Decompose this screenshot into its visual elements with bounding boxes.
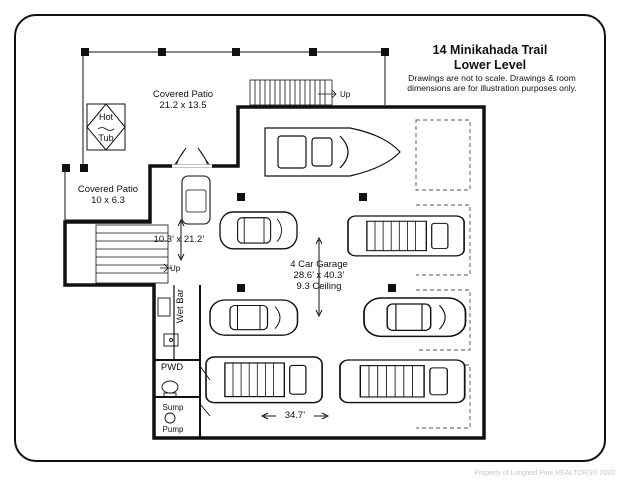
patio-doors	[172, 147, 212, 168]
pwd-label: PWD	[160, 362, 184, 373]
garage-name: 4 Car Garage	[290, 259, 348, 270]
patio-posts	[62, 48, 396, 292]
covered-patio-main-label: Covered Patio	[152, 89, 214, 100]
garage-size: 28.6’ x 40.3’	[293, 270, 345, 281]
note-line-2: dimensions are for illustration purposes…	[407, 83, 577, 93]
stairs-lower	[95, 224, 172, 284]
title-line-1: 14 Minikahada Trail	[432, 43, 548, 57]
hot-tub	[86, 103, 126, 151]
boat	[264, 127, 401, 177]
covered-patio-small-size: 10 x 6.3	[91, 195, 125, 206]
truck-1	[205, 356, 323, 404]
covered-patio-small-label: Covered Patio	[77, 184, 139, 195]
stairs-lower-up-label: Up	[170, 264, 181, 273]
wet-bar-label: Wet Bar	[175, 288, 186, 324]
garage-ceiling: 9.3 Ceiling	[296, 281, 342, 292]
outer-frame	[14, 14, 606, 462]
bay-size-label: 10.3’ x 21.2’	[153, 234, 205, 245]
car-convertible-1	[219, 211, 298, 250]
copyright-watermark: Property of Longleaf Pine REALTORS® 2020	[474, 470, 615, 477]
vehicle-small-bay	[181, 175, 211, 225]
car-compact	[363, 297, 467, 338]
car-convertible-2	[209, 299, 299, 336]
sump-pump-line-1: Sump	[162, 403, 184, 412]
stairs-upper-up-label: Up	[340, 90, 351, 99]
covered-patio-main-size: 21.2 x 13.5	[159, 100, 207, 111]
hot-tub-line-1: Hot	[98, 112, 113, 122]
truck-2	[339, 359, 466, 404]
note-line-1: Drawings are not to scale. Drawings & ro…	[408, 73, 576, 83]
suv-1	[347, 215, 465, 257]
sump-pump-line-2: Pump	[162, 425, 184, 434]
fixtures	[157, 297, 211, 424]
garage-doors	[415, 119, 471, 429]
width-dimension-label: 34.7’	[276, 410, 314, 421]
title-line-2: Lower Level	[453, 58, 527, 72]
hot-tub-line-2: Tub	[98, 133, 114, 143]
stairs-upper	[249, 79, 337, 106]
